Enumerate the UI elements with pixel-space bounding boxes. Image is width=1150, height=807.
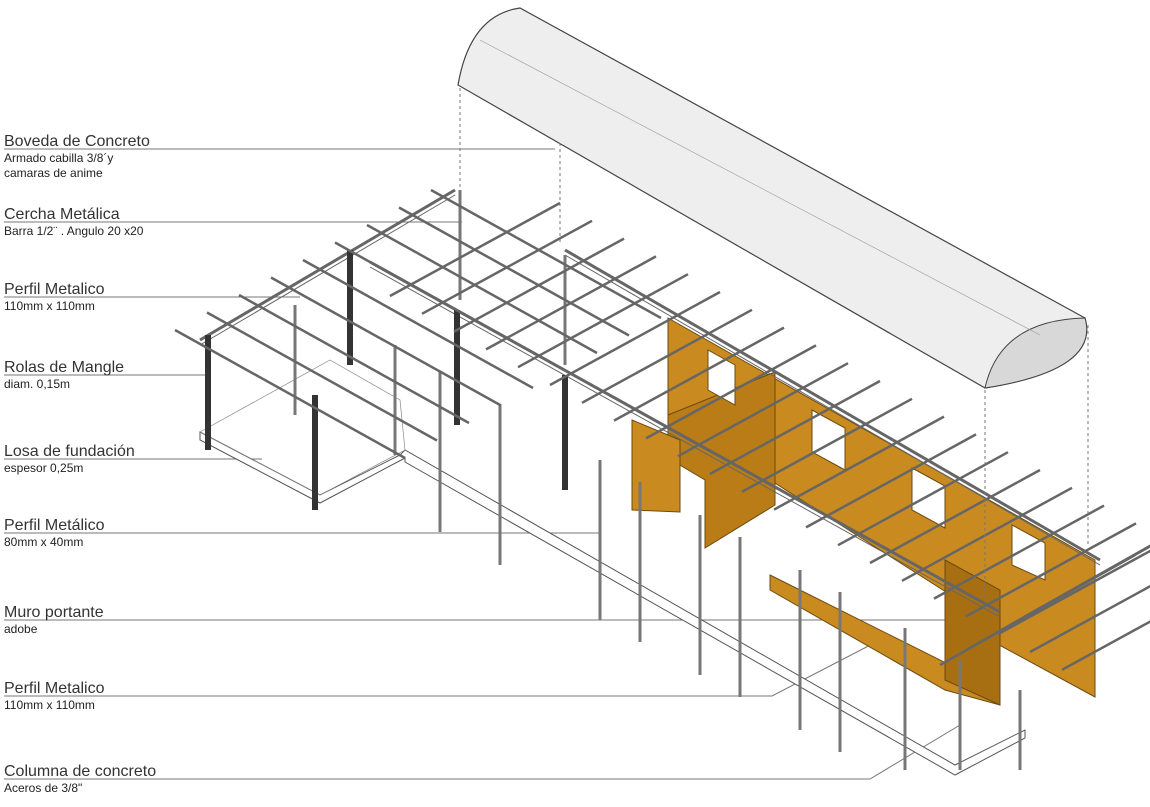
foundation-slab-top [199,359,406,496]
callout-title: Muro portante [4,604,104,621]
rafter [677,362,849,458]
rafter [581,308,753,404]
rafter [270,276,502,407]
callout-title: Perfil Metalico [4,281,105,298]
rafter [805,433,977,529]
concrete-vault-end [984,317,1088,389]
callout-subtitle: Aceros de 3/8" [4,781,83,795]
callout-title: Columna de concreto [4,763,157,780]
rafter [645,344,817,440]
metal-truss [564,254,1101,566]
metal-truss [564,248,1101,562]
window [1011,524,1046,581]
callout-subtitle: diam. 0,15m [4,377,71,391]
rafter [398,206,630,337]
callout-subtitle: espesor 0,25m [4,461,84,475]
leader-columna [4,724,961,780]
rafter [613,326,785,422]
rafter [869,468,1041,565]
callout-subtitle: Armado cabilla 3/8´y camaras de anime [4,151,114,180]
structure-members [174,188,1150,770]
rafter [302,258,534,390]
concrete-vault-ridge [479,39,1041,336]
callout-subtitle: 110mm x 110mm [4,698,95,712]
leader-perfil-3 [4,639,881,697]
window [911,467,946,529]
rafter [430,188,662,320]
rafter [1061,620,1150,671]
rafter [773,415,945,511]
rafter [997,549,1150,636]
rafter [837,451,1009,547]
vault-projection-lines [459,88,1089,600]
callout-title: Cercha Metálica [4,206,120,223]
concrete-vault [457,7,1088,389]
callout-title: Perfil Metalico [4,680,105,697]
metal-truss [369,266,1001,618]
callout-title: Rolas de Mangle [4,359,125,376]
rafter [238,293,470,425]
callout-title: Perfil Metálico [4,517,105,534]
rafter [741,397,913,493]
rafter [933,504,1105,600]
rafter [709,379,881,476]
callout-subtitle: 80mm x 40mm [4,535,84,549]
metal-truss [199,194,456,346]
callout-subtitle: Barra 1/2¨ . Angulo 20 x20 [4,224,144,238]
rafter [1023,544,1150,619]
adobe-wall-front [631,419,681,513]
rafter [206,311,438,442]
rafter [174,328,406,460]
rafter [901,486,1073,582]
rafter [965,522,1137,618]
windows [707,349,1046,581]
callout-title: Boveda de Concreto [4,133,150,150]
callout-subtitle: adobe [4,622,38,636]
rafter [334,241,566,372]
metal-truss [199,188,456,342]
rafter [549,290,721,387]
leader-lines [4,148,985,780]
rafter [366,223,598,355]
callout-title: Losa de fundación [4,443,135,460]
callout-subtitle: 110mm x 110mm [4,299,95,313]
rafter [1029,584,1150,654]
